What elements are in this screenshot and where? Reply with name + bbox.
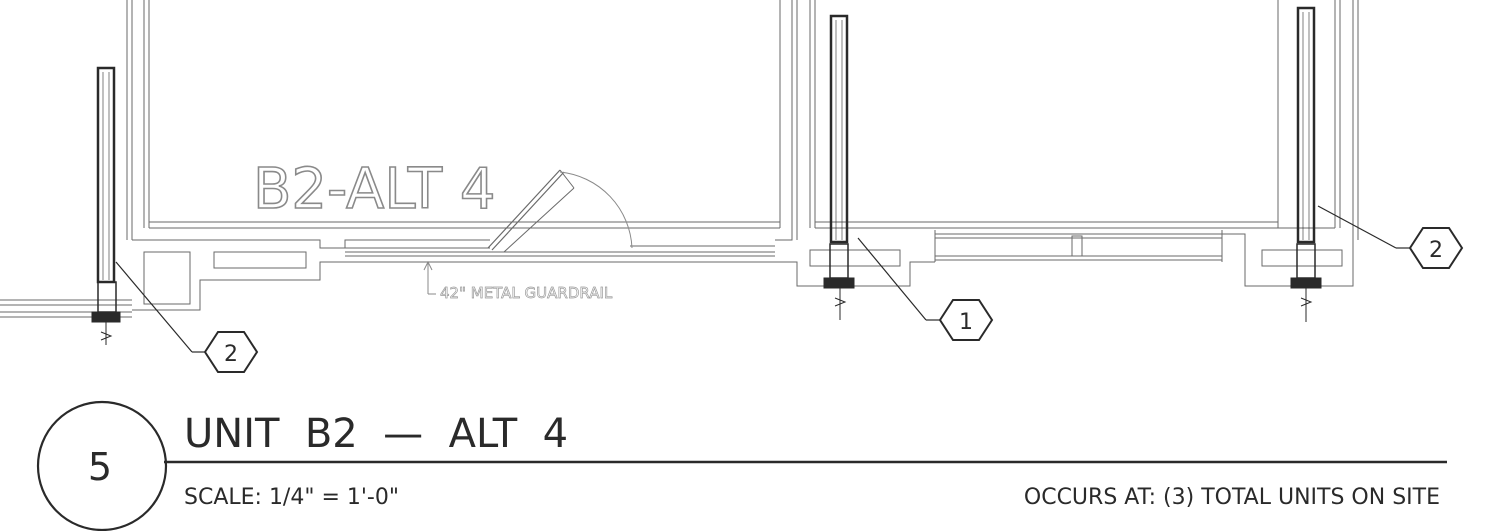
detail-number-circle xyxy=(36,400,168,531)
detail-title: UNIT B2 — ALT 4 xyxy=(184,411,568,457)
scale-note: SCALE: 1/4" = 1'-0" xyxy=(184,485,399,510)
callout-left-number: 2 xyxy=(224,342,238,367)
callout-middle-number: 1 xyxy=(959,310,973,335)
title-block: 5 UNIT B2 — ALT 4 SCALE: 1/4" = 1'-0" OC… xyxy=(36,400,1447,531)
detail-number: 5 xyxy=(88,445,112,489)
post-left xyxy=(91,66,121,345)
plan-watermark-label: B2-ALT 4 xyxy=(253,157,495,222)
building-walls xyxy=(126,0,1359,240)
occurs-at-note: OCCURS AT: (3) TOTAL UNITS ON SITE xyxy=(1024,485,1440,510)
callout-right: 2 xyxy=(1317,205,1464,269)
guardrail-note-leader xyxy=(423,260,436,295)
callout-left: 2 xyxy=(115,261,259,373)
post-middle xyxy=(823,14,855,320)
guardrail-note: 42" METAL GUARDRAIL xyxy=(440,284,613,302)
post-right xyxy=(1290,6,1322,322)
balcony-outline xyxy=(132,169,1354,311)
callout-right-number: 2 xyxy=(1429,238,1443,263)
callout-middle: 1 xyxy=(857,237,994,341)
